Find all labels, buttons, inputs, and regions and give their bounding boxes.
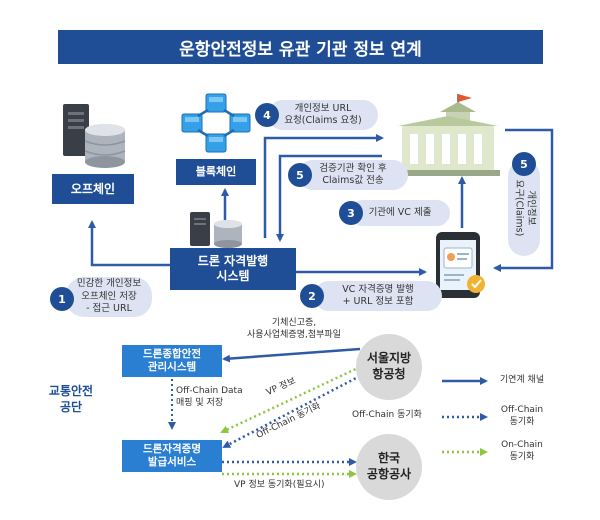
step5b-pill: 개인정보 요구(Claims) xyxy=(508,160,540,256)
step1-line3: - 접근 URL xyxy=(86,303,132,315)
offchain-label: 오프체인 xyxy=(70,181,116,196)
arrow-green-vp xyxy=(220,365,361,434)
seoul-aviation-office-node: 서울지방 항공청 xyxy=(356,334,422,400)
arrow-agency-claims xyxy=(493,128,554,272)
drone-cert-service-box: 드론자격증명 발급서비스 xyxy=(122,440,222,472)
kac-line1: 한국 xyxy=(377,451,401,466)
drone-safety-line2: 관리시스템 xyxy=(147,361,197,373)
legend-offchain-line2: 동기화 xyxy=(509,416,535,427)
blockchain-box: 블록체인 xyxy=(176,159,256,185)
step4-badge: 4 xyxy=(255,103,279,127)
ts-authority-label: 교통안전 공단 xyxy=(44,383,98,427)
step5-line2: Claims값 전송 xyxy=(322,175,384,186)
arrow-verify-return xyxy=(276,154,382,242)
step3-line1: 기관에 VC 제출 xyxy=(368,206,432,218)
smartphone-vc-icon xyxy=(432,230,494,300)
step3-pill: 기관에 VC 제출 xyxy=(350,200,450,226)
drone-cert-line2: 발급서비스 xyxy=(147,456,197,468)
legend-onchain-line1: On-Chain xyxy=(501,440,543,450)
step5-pill: 검증기관 확인 후 Claims값 전송 xyxy=(298,160,408,190)
register-line1: 기체신고증, xyxy=(271,318,317,328)
legend-offchain-line1: Off-Chain xyxy=(500,405,544,415)
ts-line1: 교통안전 xyxy=(48,384,94,398)
blockchain-label: 블록체인 xyxy=(195,165,237,179)
legend-channel-line1: 기연계 채널 xyxy=(499,375,545,385)
step1-pill: 민감한 개인정보 오프체인 저장 - 접근 URL xyxy=(66,277,152,317)
offchain-box: 오프체인 xyxy=(52,174,134,204)
step2-pill: VC 자격증명 발행 + URL 정보 포함 xyxy=(314,281,442,311)
step2-line1: VC 자격증명 발행 xyxy=(342,283,414,295)
step5b-badge: 5 xyxy=(512,152,536,176)
offchain-mapping-note: Off-Chain Data 매핑 및 저장 xyxy=(176,386,256,409)
issuer-system-box: 드론 자격발행 시스템 xyxy=(170,248,296,290)
page-title: 운항안전정보 유관 기관 정보 연계 xyxy=(58,30,543,64)
kac-line2: 공항공사 xyxy=(366,467,412,481)
step4-pill: 개인정보 URL 요청(Claims 요청) xyxy=(268,100,378,130)
issuer-server-icon xyxy=(186,210,246,248)
arrow-seoul-to-dronesafety xyxy=(222,347,361,363)
step1-badge: 1 xyxy=(50,287,74,311)
step2-line2: + URL 정보 포함 xyxy=(342,296,414,307)
step4-line2: 요청(Claims 요청) xyxy=(284,115,362,126)
register-line2: 사용사업체증명,첨부파일 xyxy=(247,329,341,340)
government-building-icon xyxy=(392,90,504,180)
blockchain-cubes-icon xyxy=(178,92,256,154)
step5-badge: 5 xyxy=(288,163,312,187)
step5-line1: 검증기관 확인 후 xyxy=(319,162,387,174)
legend-label-offchain: Off-Chain 동기화 xyxy=(492,405,552,428)
ts-line2: 공단 xyxy=(59,400,83,415)
step3-badge: 3 xyxy=(339,201,363,225)
arrow-issuer-to-offchain xyxy=(88,220,172,267)
step5b-line1: 개인정보 xyxy=(524,190,536,226)
offchain-map-line2: 매핑 및 저장 xyxy=(176,397,224,408)
arrow-agency-request-url xyxy=(263,134,384,238)
vp-sync-note: VP 정보 동기화(필요시) xyxy=(234,480,325,490)
step1-line1: 민감한 개인정보 xyxy=(76,278,142,290)
offchain-map-line1: Off-Chain Data xyxy=(176,386,243,396)
step2-badge: 2 xyxy=(300,284,324,308)
seoul-line1: 서울지방 xyxy=(366,351,412,366)
arrow-blue-offchain-sync xyxy=(222,374,361,449)
issuer-label-line1: 드론 자격발행 xyxy=(197,254,269,268)
legend-label-channel: 기연계 채널 xyxy=(492,375,552,387)
registration-docs-note: 기체신고증, 사용사업체증명,첨부파일 xyxy=(232,318,356,341)
issuer-label-line2: 시스템 xyxy=(216,269,250,283)
legend-onchain-line2: 동기화 xyxy=(509,451,535,462)
step4-line1: 개인정보 URL xyxy=(294,102,352,114)
drone-cert-line1: 드론자격증명 xyxy=(143,442,201,455)
seoul-line2: 항공청 xyxy=(372,367,406,381)
database-server-icon xyxy=(55,100,130,175)
offchain-sync-note: Off-Chain 동기화 xyxy=(352,410,422,420)
step1-line2: 오프체인 저장 xyxy=(81,290,137,302)
legend-label-onchain: On-Chain 동기화 xyxy=(492,440,552,463)
drone-safety-system-box: 드론종합안전 관리시스템 xyxy=(122,345,222,377)
step5b-line2: 요구(Claims) xyxy=(513,179,524,237)
korea-airports-corp-node: 한국 공항공사 xyxy=(356,434,422,500)
drone-safety-line1: 드론종합안전 xyxy=(143,347,201,360)
